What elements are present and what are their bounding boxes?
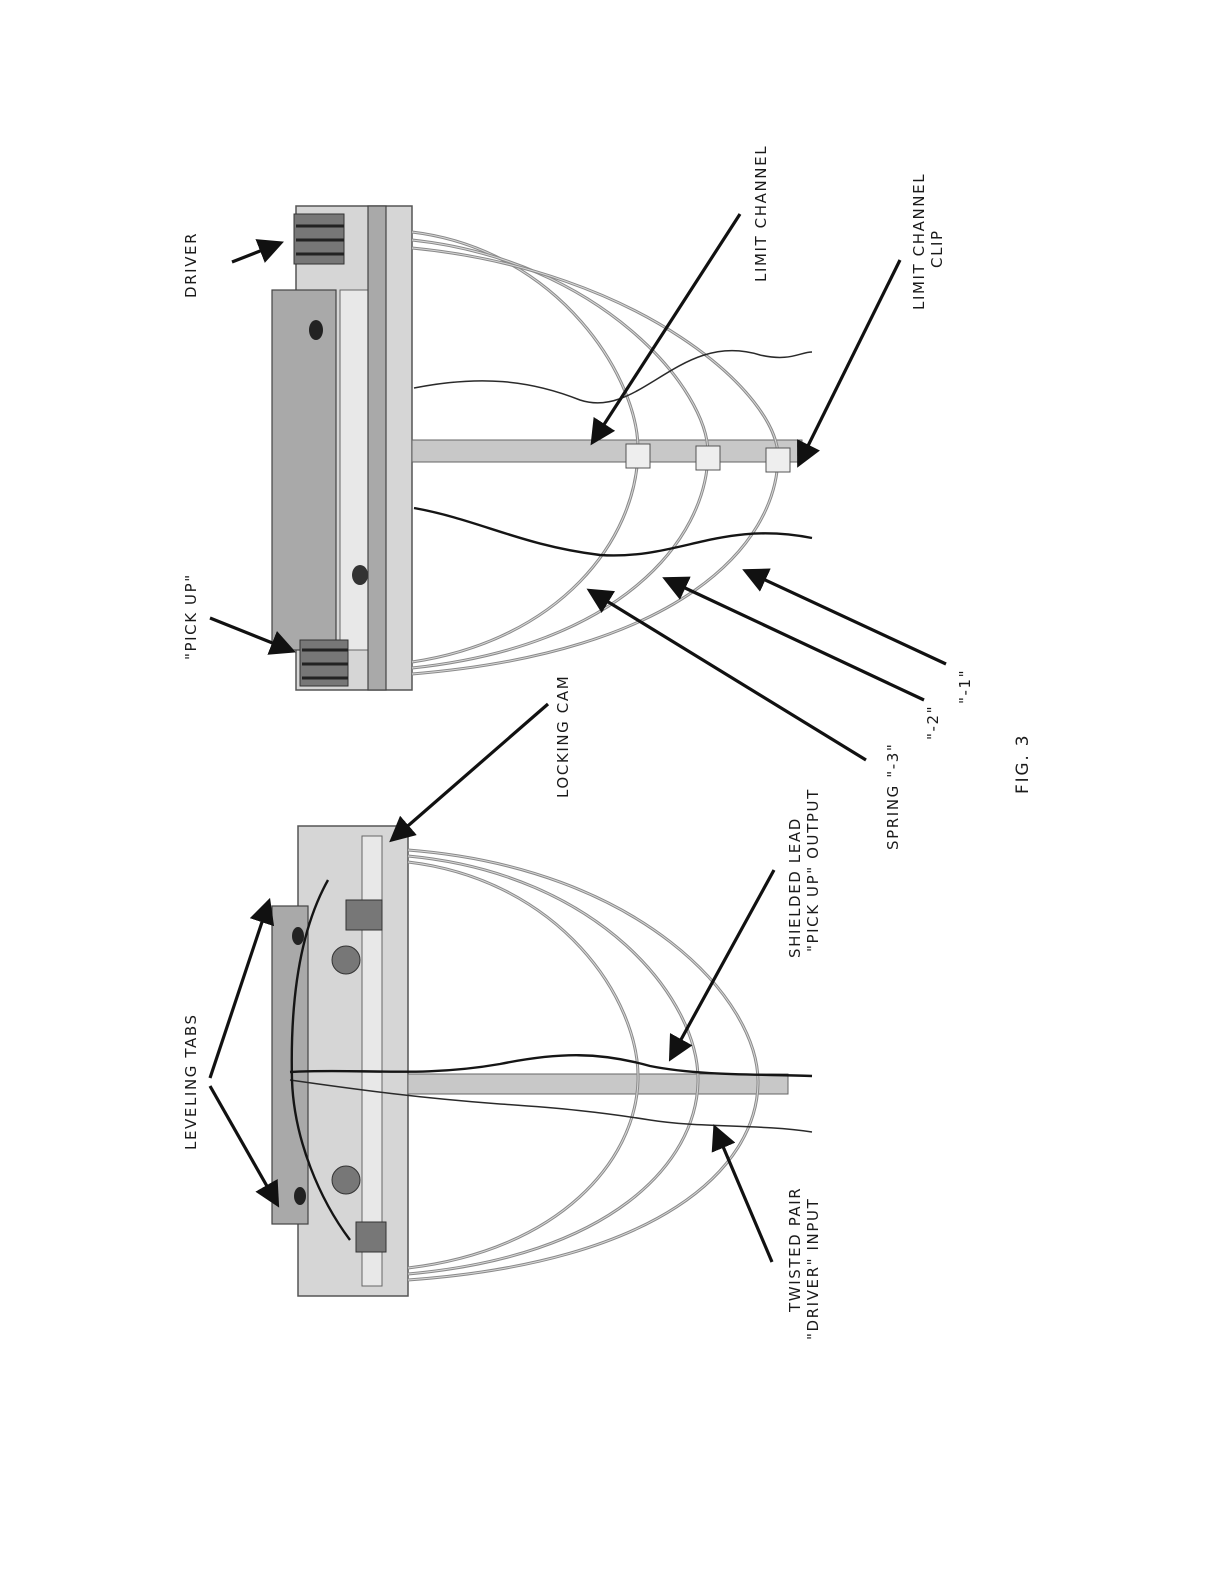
label-twisted-pair-2: "DRIVER" INPUT <box>804 1198 822 1340</box>
arrow-twisted-pair <box>716 1130 772 1262</box>
label-driver: DRIVER <box>182 232 200 298</box>
bottom-plate-bolt <box>332 1166 360 1194</box>
limit-channel-clip <box>766 448 790 472</box>
arrow-spring-1 <box>748 572 946 664</box>
limit-channel-clip <box>696 446 720 470</box>
label-limit-channel: LIMIT CHANNEL <box>752 145 770 282</box>
arrow-spring-3 <box>592 592 866 760</box>
bottom-springs <box>408 850 758 1280</box>
bottom-spring-middle <box>408 856 698 1274</box>
top-assembly <box>272 206 812 690</box>
arrow-leveling-tab-lower <box>210 1086 276 1202</box>
bottom-mounting-plate <box>298 826 408 1296</box>
bottom-spring-inner <box>408 862 638 1268</box>
bottom-plate-hole <box>294 1187 306 1205</box>
label-leveling-tabs: LEVELING TABS <box>182 1013 200 1150</box>
limit-channel-clip <box>626 444 650 468</box>
bottom-plate-bolt <box>332 946 360 974</box>
top-wire-driver <box>414 351 812 403</box>
label-spring-1: "-1" <box>956 669 974 704</box>
top-plate-rail-strip <box>340 290 370 650</box>
label-limit-channel-clip-2: CLIP <box>928 229 946 268</box>
arrow-shielded-lead <box>672 870 774 1056</box>
arrow-limit-channel <box>594 214 740 440</box>
bottom-assembly <box>272 826 812 1296</box>
locking-cam-block <box>346 900 382 930</box>
label-pick-up: "PICK UP" <box>182 573 200 660</box>
arrow-leveling-tab-upper <box>210 904 268 1078</box>
arrow-spring-2 <box>668 580 924 700</box>
arrow-locking-cam <box>394 704 548 838</box>
bottom-spring-outer <box>408 850 758 1280</box>
top-limit-channel <box>412 440 802 462</box>
bottom-cam-block <box>356 1222 386 1252</box>
figure-caption: FIG. 3 <box>1013 734 1033 794</box>
arrow-limit-channel-clip <box>800 260 900 462</box>
label-limit-channel-clip-1: LIMIT CHANNEL <box>910 173 928 310</box>
top-plate-hole <box>352 565 368 585</box>
label-twisted-pair-1: TWISTED PAIR <box>786 1187 804 1313</box>
bottom-limit-channel <box>408 1074 788 1094</box>
label-locking-cam: LOCKING CAM <box>554 675 572 798</box>
label-shielded-lead-1: SHIELDED LEAD <box>786 817 804 958</box>
label-spring-2: "-2" <box>924 705 942 740</box>
top-plate-hole <box>309 320 323 340</box>
bottom-plate-hole <box>292 927 304 945</box>
label-shielded-lead-2: "PICK UP" OUTPUT <box>804 788 822 952</box>
top-plate-bar <box>368 206 386 690</box>
arrow-driver <box>232 244 278 262</box>
label-spring-3: SPRING "-3" <box>884 743 902 850</box>
top-plate-rail-left <box>272 290 336 650</box>
